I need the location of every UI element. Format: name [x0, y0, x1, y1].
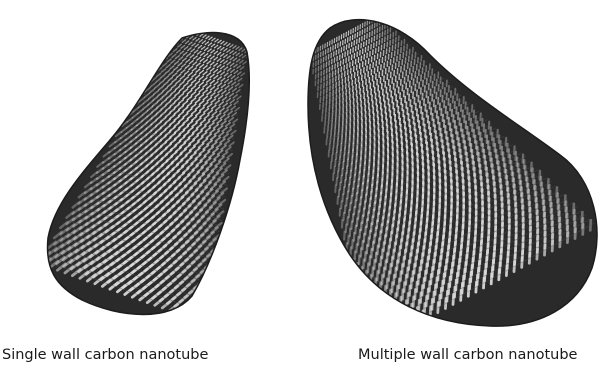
multi-wall-bond: [369, 320, 370, 330]
multi-wall-bond: [391, 309, 392, 319]
single-wall-bond: [190, 305, 198, 311]
multi-wall-bond: [388, 298, 389, 307]
multi-wall-bond: [374, 324, 375, 334]
multi-wall-bond: [381, 301, 382, 310]
multi-wall-bond: [367, 309, 368, 318]
single-wall-bond: [200, 315, 208, 321]
multi-wall-bond: [373, 286, 374, 295]
single-wall-bond: [203, 274, 210, 280]
multi-wall-bond: [369, 282, 370, 291]
multi-wall-bond: [376, 298, 377, 307]
multi-wall-bond: [358, 301, 359, 310]
multi-wall-bond: [415, 315, 416, 325]
multi-wall-bond: [367, 328, 368, 338]
multi-wall-bond: [377, 317, 378, 327]
single-wall-bond: [197, 308, 205, 314]
single-wall-bond: [201, 285, 208, 291]
single-wall-bond: [208, 269, 215, 275]
multi-wall-bond: [360, 313, 361, 322]
multi-wall-bond: [365, 317, 366, 327]
single-wall-bond: [202, 304, 210, 310]
multi-wall-bond: [382, 320, 383, 330]
multi-wall-bond: [400, 323, 401, 333]
multi-wall-bond: [364, 298, 365, 307]
single-wall-bond: [192, 313, 200, 319]
single-wall-bond: [188, 30, 191, 32]
multi-wall-nanotube-illustration: [308, 15, 597, 340]
single-wall-bond: [194, 301, 202, 307]
single-wall-bond: [185, 310, 193, 316]
multi-wall-bond: [364, 336, 365, 340]
multi-wall-bond: [384, 313, 385, 323]
multi-wall-bond: [394, 320, 395, 330]
multi-wall-bond: [360, 294, 361, 303]
multi-wall-bond: [349, 255, 350, 263]
single-wall-bond: [177, 32, 180, 35]
single-wall-bond: [206, 281, 213, 287]
single-wall-bond: [177, 307, 185, 313]
single-wall-bond: [204, 292, 211, 298]
single-wall-bond: [185, 29, 188, 32]
multi-wall-bond: [397, 312, 398, 322]
nanotube-illustrations: [0, 0, 616, 340]
multi-wall-bond: [417, 308, 418, 318]
single-wall-caption: Single wall carbon nanotube: [2, 346, 208, 364]
single-wall-bond: [197, 290, 204, 296]
multi-wall-bond: [367, 290, 368, 299]
multi-wall-bond: [399, 305, 400, 315]
multi-wall-bond: [362, 305, 363, 314]
multi-wall-bond: [369, 301, 370, 310]
multi-wall-bond: [407, 319, 408, 329]
single-wall-bond: [199, 297, 207, 303]
multi-wall-bond: [378, 290, 379, 299]
multi-wall-bond: [389, 316, 390, 326]
multi-wall-bond: [402, 316, 403, 326]
multi-wall-caption: Multiple wall carbon nanotube: [358, 346, 577, 364]
multi-wall-bond: [409, 312, 410, 322]
multi-wall-bond: [386, 305, 387, 315]
multi-wall-bond: [387, 324, 388, 334]
multi-wall-bond: [383, 294, 384, 303]
multi-wall-bond: [358, 282, 359, 291]
multi-wall-bond: [372, 313, 373, 323]
single-wall-bond: [176, 38, 179, 41]
multi-wall-bond: [377, 336, 378, 340]
multi-wall-bond: [379, 309, 380, 319]
single-wall-bond: [182, 27, 185, 30]
single-wall-nanotube-illustration: [42, 27, 249, 321]
multi-wall-bond: [355, 290, 356, 299]
multi-wall-bond: [384, 332, 385, 341]
multi-wall-bond: [393, 301, 394, 311]
single-wall-bond: [191, 31, 194, 34]
multi-wall-bond: [374, 305, 375, 314]
multi-wall-bond: [411, 304, 412, 314]
multi-wall-bond: [379, 328, 380, 338]
multi-wall-bond: [404, 308, 405, 318]
single-wall-bond: [171, 42, 174, 45]
multi-wall-bond: [392, 327, 393, 337]
multi-wall-bond: [371, 294, 372, 303]
multi-wall-bond: [372, 332, 373, 340]
multi-wall-bond: [362, 324, 363, 334]
multi-wall-bond: [353, 278, 354, 287]
multi-wall-bond: [362, 286, 363, 295]
single-wall-bond: [181, 33, 184, 36]
